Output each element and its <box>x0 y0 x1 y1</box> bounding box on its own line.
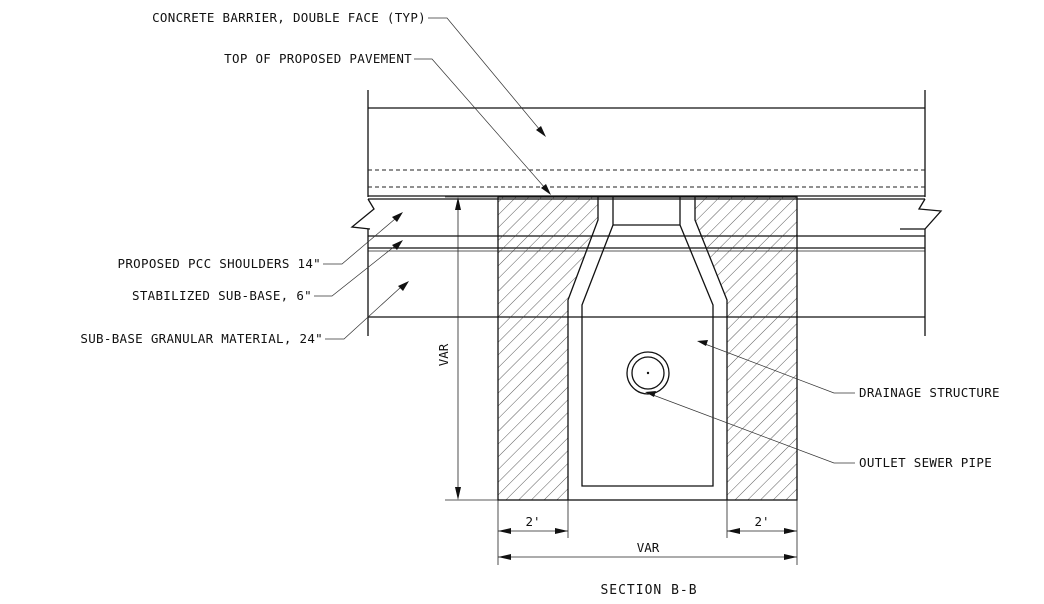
label-top-of-pavement: TOP OF PROPOSED PAVEMENT <box>224 51 412 66</box>
dim-left-wall: 2' <box>525 514 540 529</box>
label-outlet-sewer-pipe: OUTLET SEWER PIPE <box>859 455 992 470</box>
dim-right-wall: 2' <box>754 514 769 529</box>
leader-lines <box>314 17 855 464</box>
label-stabilized-sub-base: STABILIZED SUB-BASE, 6" <box>132 288 312 303</box>
label-drainage-structure: DRAINAGE STRUCTURE <box>859 385 1000 400</box>
outlet-sewer-pipe <box>626 351 670 395</box>
concrete-barrier <box>367 90 926 197</box>
dim-vertical-var: VAR <box>436 343 451 366</box>
section-title: SECTION B-B <box>600 583 697 598</box>
label-concrete-barrier: CONCRETE BARRIER, DOUBLE FACE (TYP) <box>152 10 426 25</box>
label-granular-sub-base: SUB-BASE GRANULAR MATERIAL, 24" <box>80 331 323 346</box>
dimension-lines <box>445 196 798 565</box>
dim-overall-var: VAR <box>637 540 660 555</box>
drainage-structure <box>497 196 798 501</box>
label-pcc-shoulders: PROPOSED PCC SHOULDERS 14" <box>118 256 321 271</box>
pavement-layers <box>350 198 943 336</box>
